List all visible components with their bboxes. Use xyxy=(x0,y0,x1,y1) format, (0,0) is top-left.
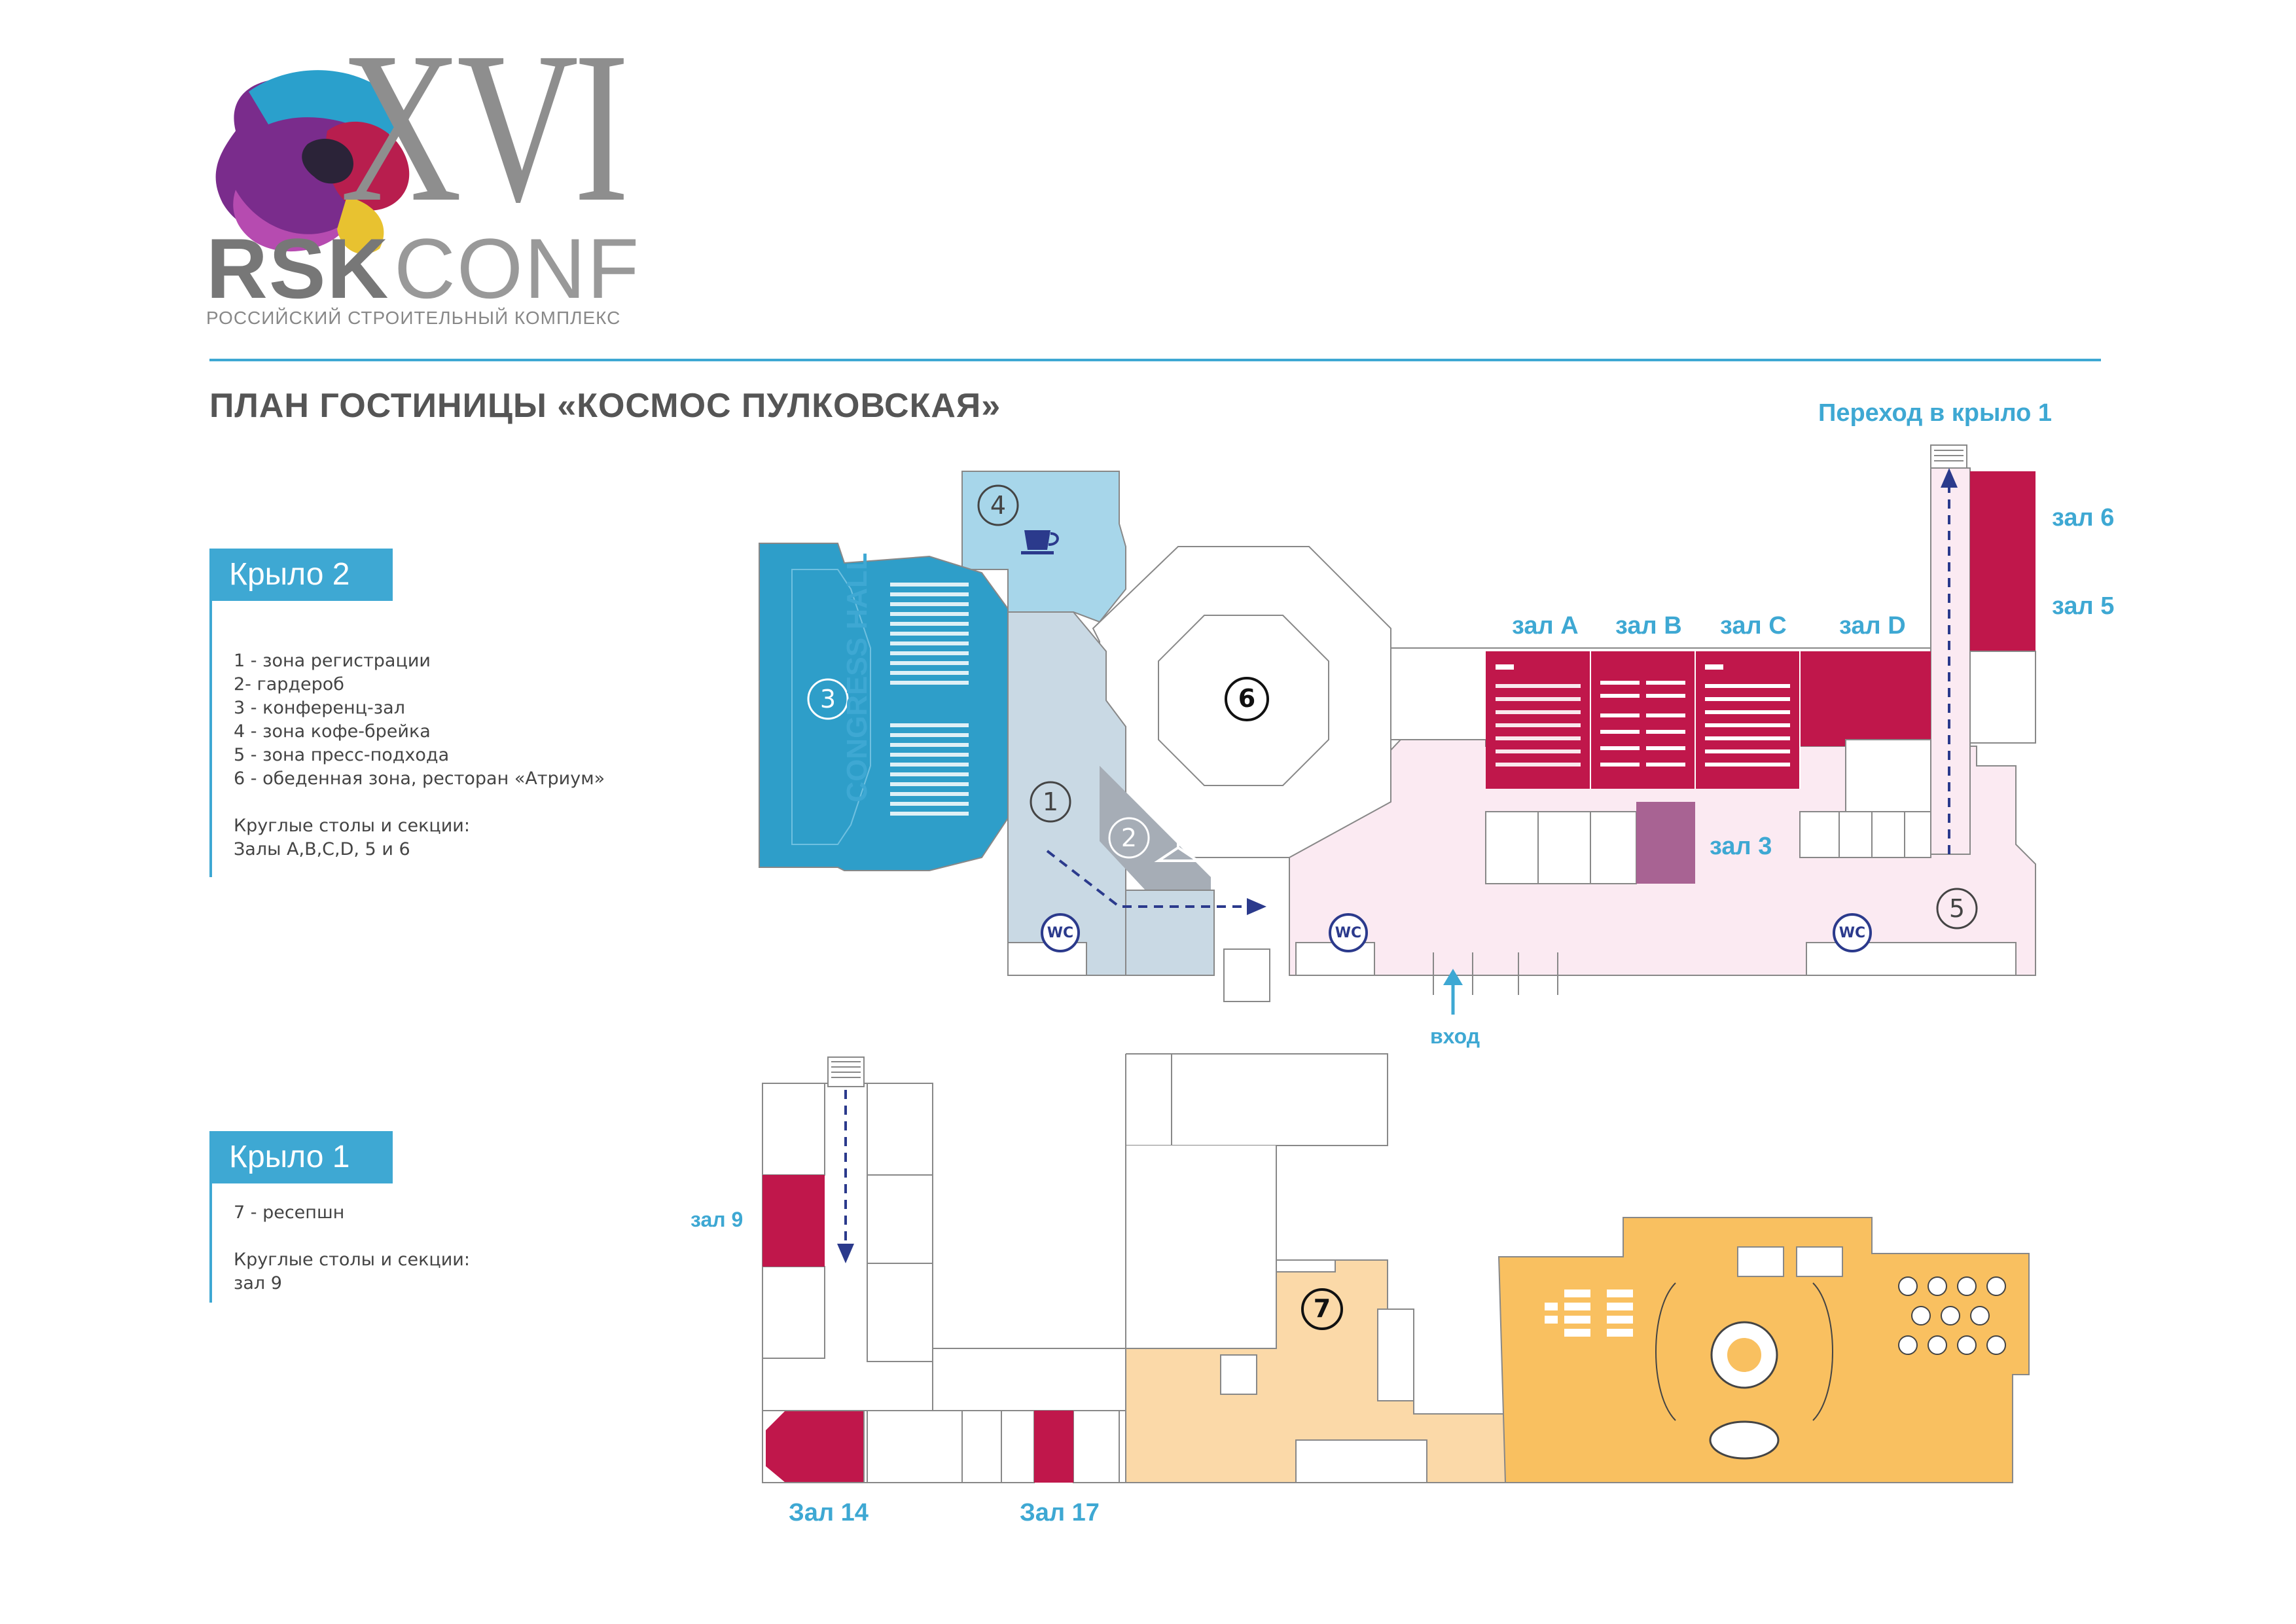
seating-pattern xyxy=(1496,664,1723,685)
hanger-icon xyxy=(1154,833,1202,862)
hall-9-label: зал 9 xyxy=(691,1208,744,1231)
zone-label-6: 6 xyxy=(1238,684,1256,713)
zone-label-2: 2 xyxy=(1121,823,1138,852)
room-hall-d xyxy=(1800,651,1931,746)
wing2-tag: Крыло 2 xyxy=(209,549,393,601)
zone-label-1: 1 xyxy=(1042,787,1059,816)
logo-brand-bold: RSK xyxy=(206,221,390,316)
wing1-legend: 7 - ресепшн Круглые столы и секции: зал … xyxy=(234,1201,470,1295)
legend-item: 7 - ресепшн xyxy=(234,1202,345,1223)
room-hall-3 xyxy=(1636,802,1695,884)
header-divider xyxy=(209,359,2101,361)
stairs-top xyxy=(1930,444,1967,469)
building-north xyxy=(1126,1053,1388,1146)
room-hall-a xyxy=(1486,651,1590,789)
room-hall-6 xyxy=(1970,471,2036,563)
legend-item: 2- гардероб xyxy=(234,674,344,695)
wc-icon-3 xyxy=(1833,913,1872,952)
congress-hall-label: CONGRESS HALL xyxy=(841,552,873,803)
seating-rows-c xyxy=(1705,684,1790,767)
hall-a-label: зал A xyxy=(1512,612,1579,640)
hall-17-label: Зал 17 xyxy=(1020,1499,1100,1526)
wing1-tag: Крыло 1 xyxy=(209,1131,393,1183)
hall-c-label: зал C xyxy=(1720,612,1787,640)
congress-seats-upper xyxy=(890,583,969,685)
room-hall-14 xyxy=(766,1411,864,1483)
zone-marker-6 xyxy=(1225,677,1269,721)
entrance-label: вход xyxy=(1430,1024,1480,1048)
legend-item: 5 - зона пресс-подхода xyxy=(234,745,450,765)
logo-brand-light: CONF xyxy=(394,221,641,316)
sections-list: зал 9 xyxy=(234,1273,282,1293)
wc-label: WC xyxy=(1335,925,1362,941)
sections-title: Круглые столы и секции: xyxy=(234,816,470,836)
hall-14-label: Зал 14 xyxy=(789,1499,869,1526)
route-arrow-registration xyxy=(1046,850,1250,908)
legend-item: 6 - обеденная зона, ресторан «Атриум» xyxy=(234,768,605,789)
zone-label-3: 3 xyxy=(819,685,836,713)
restaurant-round-tables xyxy=(1898,1276,2006,1355)
sections-list: Залы A,B,C,D, 5 и 6 xyxy=(234,839,410,859)
legend-item: 1 - зона регистрации xyxy=(234,651,431,671)
restaurant-tables-left xyxy=(1545,1290,1633,1337)
hall-3-label: зал 3 xyxy=(1710,833,1772,860)
room-east-1 xyxy=(1969,651,2036,744)
zone-marker-1 xyxy=(1030,781,1071,823)
zone-marker-7 xyxy=(1301,1288,1343,1330)
sections-title: Круглые столы и секции: xyxy=(234,1250,470,1270)
wc-icon-2 xyxy=(1329,913,1368,952)
hall-b-label: зал B xyxy=(1615,612,1682,640)
room-hall-b xyxy=(1590,651,1695,789)
wc-label: WC xyxy=(1047,925,1074,941)
room-hall-9 xyxy=(762,1175,825,1267)
room-hall-17 xyxy=(1034,1411,1073,1483)
seating-rows-b xyxy=(1600,694,1685,767)
congress-seats-lower xyxy=(890,723,969,816)
logo-numeral: XVI xyxy=(340,8,630,247)
page-title: ПЛАН ГОСТИНИЦЫ «КОСМОС ПУЛКОВСКАЯ» xyxy=(209,387,1001,425)
logo-swirl xyxy=(215,70,410,255)
zone-marker-4 xyxy=(977,484,1019,526)
hall-6-label: зал 6 xyxy=(2052,504,2115,532)
room-hall-c xyxy=(1695,651,1800,789)
wing1-legend-bar xyxy=(209,1132,212,1303)
hall-5-label: зал 5 xyxy=(2052,592,2115,620)
zone-label-4: 4 xyxy=(990,491,1007,520)
coffee-cup-icon xyxy=(1021,530,1059,554)
transition-label: Переход в крыло 1 xyxy=(1818,399,2053,427)
logo-subtitle: РОССИЙСКИЙ СТРОИТЕЛЬНЫЙ КОМПЛЕКС xyxy=(206,308,621,328)
seating-rows-a xyxy=(1496,684,1581,767)
zone-label-5: 5 xyxy=(1948,894,1965,923)
room-hall-5 xyxy=(1970,563,2036,651)
zone-congress-hall xyxy=(759,543,1009,871)
legend-item: 3 - конференц-зал xyxy=(234,698,405,718)
wc-label: WC xyxy=(1839,925,1866,941)
hall-d-label: зал D xyxy=(1839,612,1906,640)
zone-marker-2 xyxy=(1108,817,1150,859)
wing2-legend-bar xyxy=(209,550,212,877)
zone-label-7: 7 xyxy=(1313,1294,1331,1323)
legend-item: 4 - зона кофе-брейка xyxy=(234,721,431,742)
wc-icon-1 xyxy=(1041,913,1080,952)
zone-marker-3 xyxy=(807,678,849,720)
wing2-legend: 1 - зона регистрации 2- гардероб 3 - кон… xyxy=(234,649,605,861)
zone-marker-5 xyxy=(1936,888,1978,929)
